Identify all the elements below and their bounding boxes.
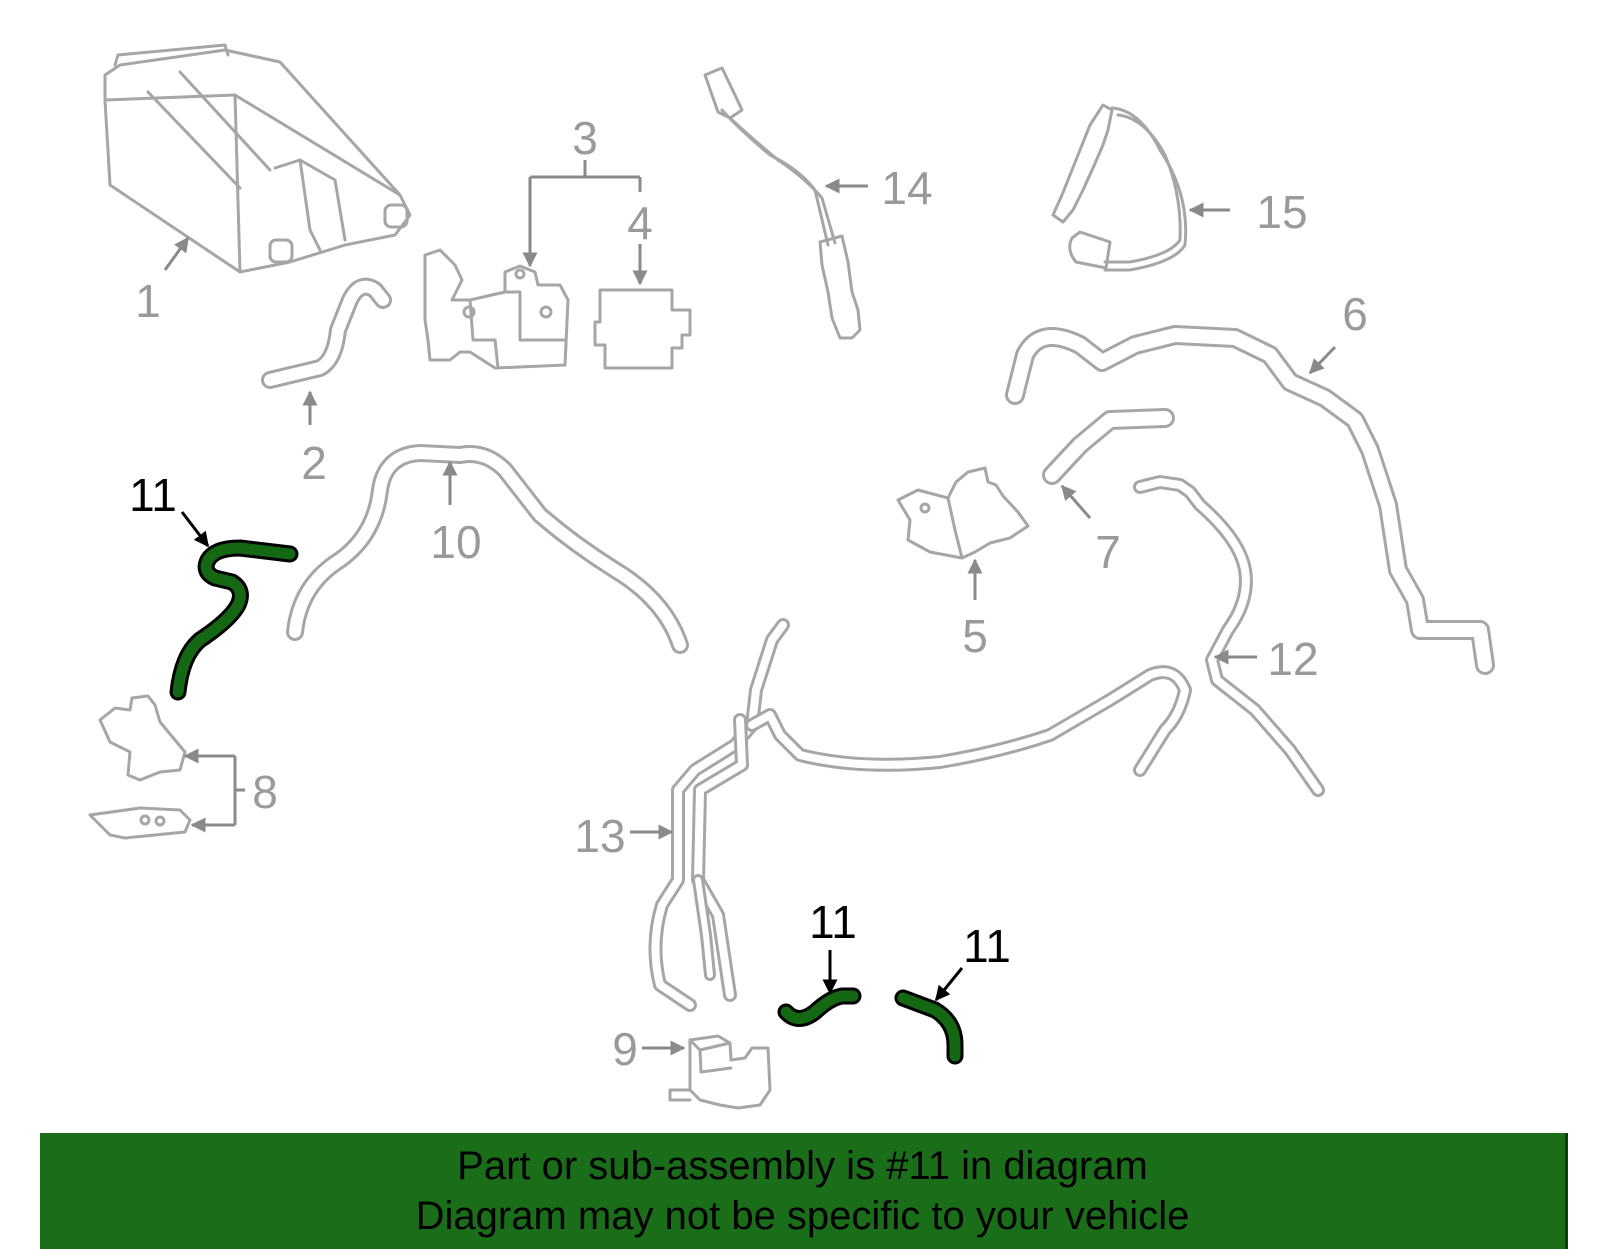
callout-2: 2: [301, 437, 327, 489]
part-11-hoses: [169, 539, 964, 1065]
callout-numbers: 1 2 3 4 5 6 7 8 9 10 11 11 11 12 13 14 1…: [129, 112, 1368, 1075]
part-8-solenoid: [88, 694, 192, 840]
callout-14: 14: [881, 162, 932, 214]
callout-4: 4: [627, 197, 653, 249]
part-1-canister: [103, 43, 412, 274]
part-3-valve-assembly: [423, 248, 570, 370]
banner-line-1: Part or sub-assembly is #11 in diagram: [457, 1144, 1148, 1188]
part-15-o2-sensor: [1051, 103, 1188, 272]
callout-11-center: 11: [809, 896, 857, 948]
part-12-line: [1133, 475, 1325, 797]
part-13-line: [648, 618, 1192, 1012]
callout-6: 6: [1342, 288, 1368, 340]
leader-lines: [163, 160, 1337, 1056]
callout-9: 9: [612, 1023, 638, 1075]
callout-11-left: 11: [129, 469, 177, 521]
callout-5: 5: [962, 610, 988, 662]
part-10-hose: [286, 444, 689, 654]
banner-line-2: Diagram may not be specific to your vehi…: [415, 1194, 1190, 1238]
callout-1: 1: [135, 275, 161, 327]
part-14-o2-sensor: [703, 66, 862, 340]
part-2-hose: [261, 277, 392, 389]
callout-13: 13: [574, 810, 625, 862]
part-6-hose: [1005, 325, 1495, 675]
callout-12: 12: [1267, 633, 1318, 685]
callout-15: 15: [1256, 186, 1307, 238]
callout-10: 10: [430, 516, 481, 568]
callout-7: 7: [1095, 526, 1121, 578]
callout-8: 8: [252, 766, 278, 818]
part-7-hose: [1042, 408, 1175, 485]
info-banner: Part or sub-assembly is #11 in diagram D…: [40, 1133, 1568, 1249]
part-4-cover: [593, 288, 692, 370]
callout-11-right: 11: [963, 920, 1011, 972]
part-9-solenoid: [668, 1034, 772, 1110]
part-5-bracket: [896, 466, 1030, 560]
callout-3: 3: [572, 112, 598, 164]
